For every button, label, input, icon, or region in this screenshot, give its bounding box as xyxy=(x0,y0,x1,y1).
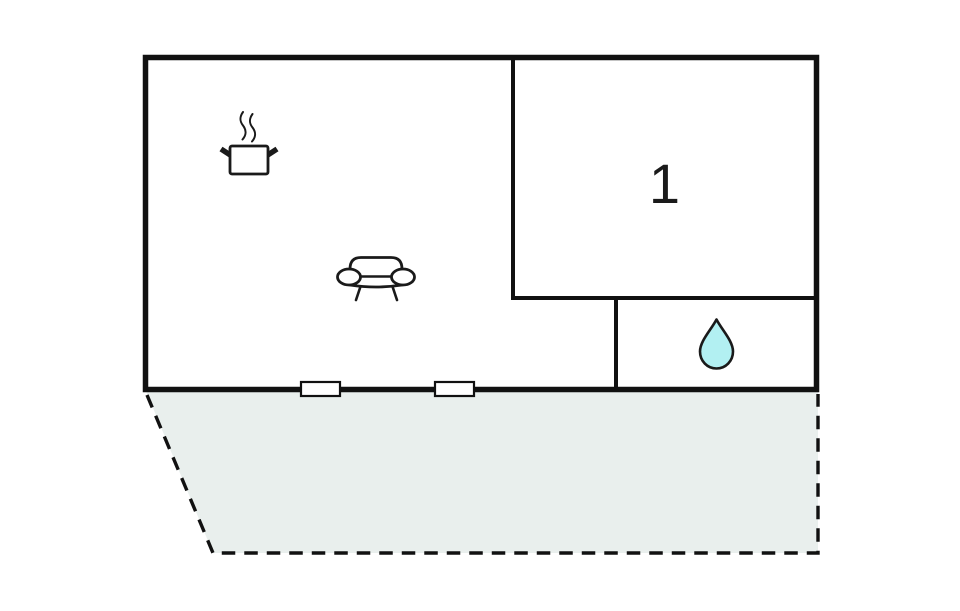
terrace-area xyxy=(146,391,818,553)
steam-line xyxy=(239,111,247,141)
terrace-dashed-border xyxy=(145,394,820,555)
window xyxy=(433,380,476,398)
sofa-armrest-right xyxy=(390,267,416,287)
room-1-label: 1 xyxy=(648,152,681,215)
cooking-pot-icon xyxy=(219,111,279,176)
sofa-armrest-left xyxy=(336,267,362,287)
pot-body xyxy=(228,144,270,176)
sofa-body xyxy=(348,256,404,289)
window xyxy=(299,380,342,398)
steam-line xyxy=(248,113,257,143)
building-outer-wall xyxy=(142,54,820,393)
water-drop-icon xyxy=(698,318,735,370)
sofa-icon xyxy=(336,256,416,302)
